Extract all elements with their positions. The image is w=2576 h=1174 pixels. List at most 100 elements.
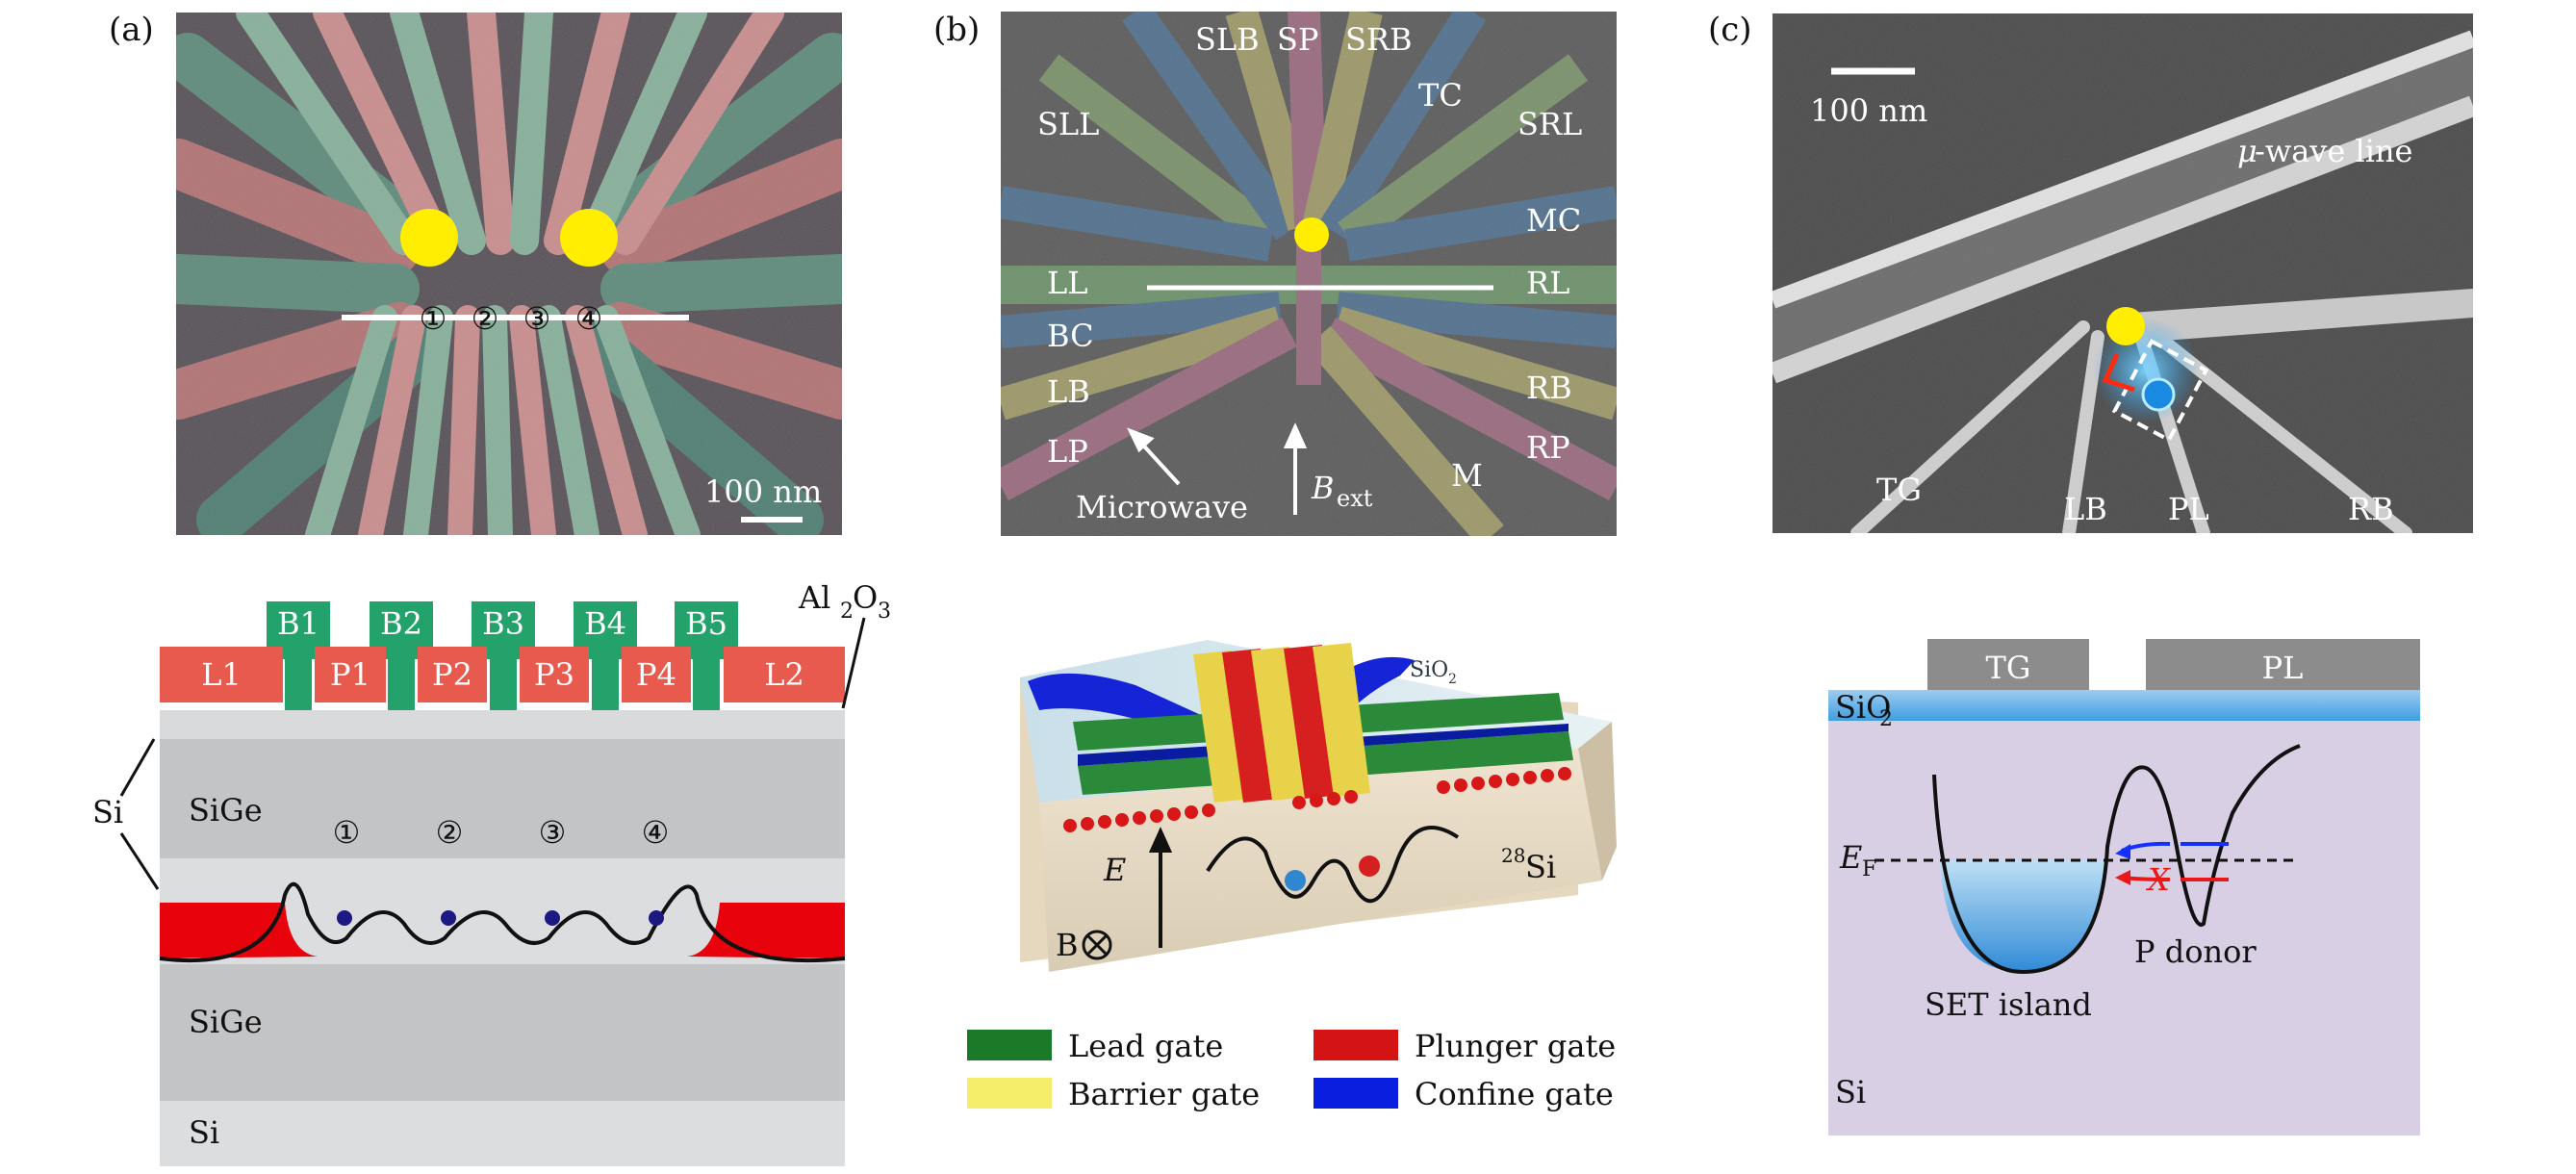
si-bottom-label: Si [189, 1114, 219, 1151]
legend-swatch-lead-gate [967, 1030, 1052, 1060]
panel-a-dot-labels: ① ② ③ ④ [420, 300, 603, 337]
arrowhead [1127, 427, 1155, 453]
set-island-label: SET island [1925, 986, 2092, 1023]
quantum-dot-marker [1294, 217, 1329, 252]
b-field-cross [1085, 933, 1109, 957]
legend-label-barrier-gate: Barrier gate [1068, 1076, 1260, 1112]
leader-line [119, 832, 160, 890]
sige-top-label: SiGe [189, 792, 263, 829]
fermi-subscript: F [1862, 857, 1876, 881]
gate-label-srl: SRL [1518, 106, 1582, 142]
layer-sige-top [160, 739, 845, 858]
panel-e-arrows [1148, 827, 1173, 948]
confine-gate [1028, 673, 1203, 727]
donor-marker [2141, 377, 2176, 412]
panel-e-labels: SiO 2 E B 28 Si [1056, 658, 1556, 963]
gate-tg [1927, 639, 2089, 690]
panel-e: SiO 2 E B 28 Si Lead gate Plunger gate B… [967, 640, 1617, 1112]
scale-bar-label: 100 nm [704, 473, 822, 510]
quantum-dot-marker [400, 209, 458, 267]
layer-labels: Al 2 O 3 Si SiGe SiGe Si ① ② ③ ④ [92, 579, 891, 1151]
legend-swatch-confine-gate [1314, 1078, 1398, 1109]
gate-label-tg: TG [1876, 472, 1922, 508]
al2o3-label-o: O [853, 579, 878, 616]
gate-label-ll: LL [1047, 265, 1088, 301]
si28-superscript: 28 [1501, 844, 1525, 867]
gate-label-p1: P1 [330, 656, 370, 693]
al2o3-subscript: 3 [878, 600, 891, 624]
mu-symbol: μ [2237, 133, 2257, 169]
barrier-gate [1313, 643, 1370, 797]
gate-label-b1: B1 [277, 605, 319, 642]
gate-label-tg: TG [1986, 650, 2031, 686]
gate-p2 [418, 647, 487, 702]
p-donor-label: P donor [2134, 933, 2257, 970]
si-side-label: Si [92, 794, 123, 830]
panel-c-tag: (c) [1708, 11, 1752, 49]
dot-label: ④ [642, 814, 670, 851]
microwave-label: Microwave [1076, 489, 1248, 525]
gate-label-pl: PL [2262, 650, 2304, 686]
barrier-gate-stem [388, 635, 415, 710]
gate-labels: L1 P1 P2 P3 P4 L2 B1 B2 B3 B4 B5 [201, 605, 804, 693]
reservoir-right [687, 903, 845, 958]
gate-label-rb: RB [2348, 491, 2394, 527]
potential-landscape [1932, 744, 2301, 975]
gate-label-lb: LB [1047, 373, 1090, 410]
set-island-fill [1940, 860, 2104, 972]
leader-line [119, 738, 156, 797]
panel-c-labels: 100 nm μ -wave line TG LB PL RB [1810, 92, 2412, 527]
leader-lines [119, 617, 866, 890]
gate-p3 [520, 647, 589, 702]
quantum-dot-marker [2106, 307, 2145, 345]
donor-box [2111, 339, 2209, 443]
gate-label-b2: B2 [380, 605, 422, 642]
panel-d: L1 P1 P2 P3 P4 L2 B1 B2 B3 B4 B5 Al 2 O … [92, 579, 891, 1166]
si28-label: Si [1525, 849, 1556, 885]
spin-electron-blue [1285, 870, 1306, 891]
dot-label: ② [436, 814, 464, 851]
panel-b-sem-image [1001, 12, 1617, 536]
gate-label-rp: RP [1526, 429, 1570, 466]
arrowhead [1148, 827, 1173, 853]
gate-label-p3: P3 [534, 656, 574, 693]
gate-label-lb: LB [2064, 491, 2107, 527]
panel-a-sem-image [176, 13, 842, 535]
block-edge [1578, 722, 1617, 880]
gate-label-tc: TC [1418, 77, 1463, 114]
gate-p1 [315, 647, 386, 702]
legend-label-lead-gate: Lead gate [1068, 1028, 1223, 1064]
arrowhead [1283, 422, 1308, 448]
dot-label: ① [333, 814, 361, 851]
al2o3-label: Al [798, 579, 830, 616]
tunnel-arrow [2102, 352, 2135, 393]
b-field-into-page [1082, 930, 1112, 960]
dot-label: ② [472, 300, 499, 337]
dot-label: ④ [575, 300, 603, 337]
legend-swatch-plunger-gate [1314, 1030, 1398, 1060]
dot-label: ③ [539, 814, 567, 851]
gate-label-l2: L2 [764, 656, 804, 693]
electron [337, 910, 352, 926]
gate-label-lp: LP [1047, 433, 1088, 470]
panel-a: (a) [109, 11, 842, 535]
gate-label-slb: SLB [1195, 21, 1260, 58]
gate-label-p2: P2 [432, 656, 472, 693]
bext-label: B [1311, 470, 1335, 506]
panel-c-sem-image [1773, 13, 2473, 533]
arrowhead [2115, 870, 2130, 885]
electron [441, 910, 456, 926]
blocked-mark: X [2145, 861, 2171, 898]
quantum-dot-marker [560, 209, 618, 267]
gate-label-rl: RL [1526, 265, 1569, 301]
gate-label-b5: B5 [685, 605, 727, 642]
gate-label-sp: SP [1277, 21, 1318, 58]
leader-line [841, 617, 866, 709]
barrier-gate-stem [285, 635, 312, 710]
gate-label-b3: B3 [482, 605, 524, 642]
gate-pl [2146, 639, 2420, 690]
electron [545, 910, 560, 926]
panel-f-labels: TG PL SiO 2 E F X SET island P donor Si [1835, 650, 2303, 1110]
panel-b-arrows [1127, 422, 1308, 515]
